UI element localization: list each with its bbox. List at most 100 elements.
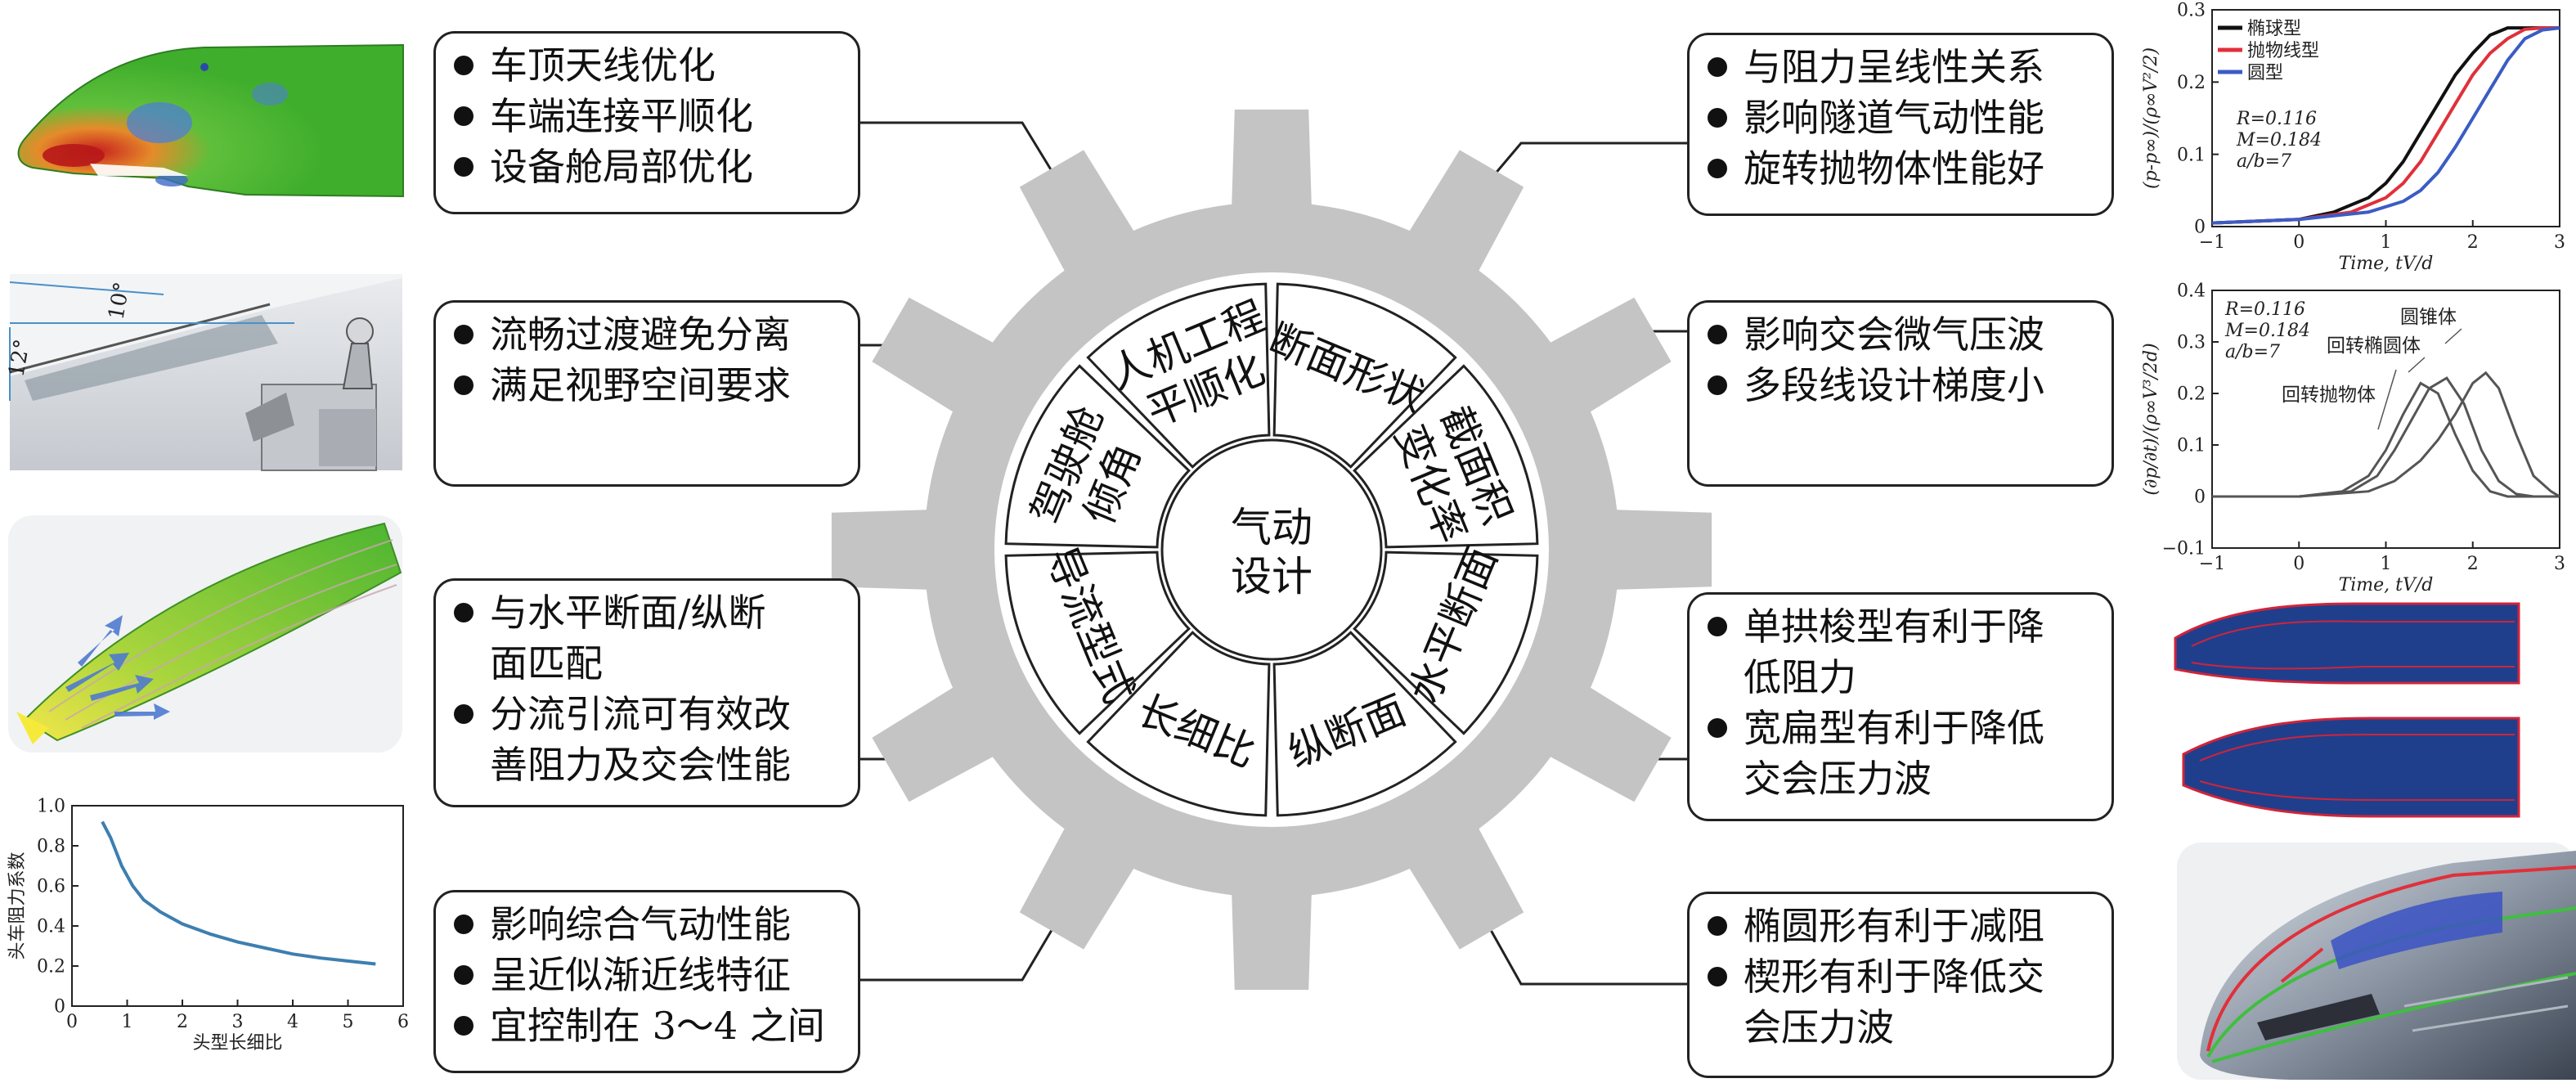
- bullet-icon: [454, 157, 473, 177]
- left-box-3-item-text: 分流引流可有效改善阻力及交会性能: [490, 689, 791, 790]
- left-box-4-item-text: 宜控制在 3～4 之间: [490, 1000, 825, 1051]
- left-box-4-item: 宜控制在 3～4 之间: [451, 1000, 843, 1051]
- left-box-1-item-line: 设备舱局部优化: [490, 145, 753, 189]
- y-tick-label: 0.2: [37, 957, 65, 977]
- x-tick-label: 6: [397, 1012, 409, 1032]
- left-box-3-item-line: 善阻力及交会性能: [490, 743, 791, 787]
- param-label: R=0.116: [2224, 299, 2305, 320]
- right-box-3-item-line: 宽扁型有利于降低: [1744, 706, 2044, 750]
- left-box-4: 影响综合气动性能呈近似渐近线特征宜控制在 3～4 之间: [433, 890, 860, 1073]
- bullet-icon: [1708, 108, 1727, 128]
- bullet-icon: [454, 1016, 473, 1036]
- left-box-2-item: 满足视野空间要求: [451, 360, 843, 411]
- x-tick-label: 0: [66, 1012, 78, 1032]
- left-box-4-item: 呈近似渐近线特征: [451, 950, 843, 1000]
- left-box-2-item-text: 流畅过渡避免分离: [490, 309, 791, 360]
- right-box-1-item: 旋转抛物体性能好: [1704, 143, 2097, 194]
- left-box-3-item-text: 与水平断面/纵断面匹配: [490, 587, 766, 689]
- center-label-line1: 气动: [1231, 504, 1313, 551]
- right-box-1-item-line: 旋转抛物体性能好: [1744, 146, 2044, 191]
- x-tick-label: 3: [2554, 554, 2565, 574]
- y-tick-label: 0.4: [2177, 281, 2206, 302]
- y-tick-label: 1.0: [37, 797, 65, 817]
- param-label: M=0.184: [2236, 130, 2322, 151]
- right-box-3: 单拱梭型有利于降低阻力宽扁型有利于降低交会压力波: [1687, 592, 2114, 821]
- series-annotation: 回转椭圆体: [2327, 335, 2421, 357]
- left-box-1-item: 设备舱局部优化: [451, 142, 843, 192]
- x-axis-label: 头型长细比: [192, 1033, 282, 1054]
- x-tick-label: −1: [2199, 232, 2225, 253]
- y-tick-label: 0.3: [2177, 1, 2206, 21]
- y-tick-label: 0.8: [37, 837, 65, 857]
- right-box-2-item-text: 影响交会微气压波: [1744, 309, 2044, 360]
- right-box-3-item: 宽扁型有利于降低交会压力波: [1704, 703, 2097, 804]
- sector-7: [1004, 364, 1191, 549]
- x-tick-label: 3: [232, 1012, 244, 1032]
- right-box-4-item-text: 楔形有利于降低交会压力波: [1744, 951, 2044, 1053]
- bullet-icon: [454, 704, 473, 724]
- right-box-2-item: 多段线设计梯度小: [1704, 360, 2097, 411]
- right-box-1: 与阻力呈线性关系影响隧道气动性能旋转抛物体性能好: [1687, 33, 2114, 216]
- right-box-1-item: 影响隧道气动性能: [1704, 92, 2097, 143]
- right-box-4-item: 楔形有利于降低交会压力波: [1704, 951, 2097, 1053]
- left-box-3-item-line: 面匹配: [490, 641, 603, 685]
- param-label: a/b=7: [2237, 151, 2291, 172]
- left-box-2: 流畅过渡避免分离满足视野空间要求: [433, 300, 860, 487]
- bullet-icon: [1708, 159, 1727, 178]
- param-label: M=0.184: [2224, 321, 2310, 341]
- right-box-4-item-line: 会压力波: [1744, 1005, 1894, 1049]
- sector-8: [1086, 282, 1271, 469]
- legend-label: 圆型: [2247, 63, 2283, 83]
- bullet-icon: [1708, 967, 1727, 986]
- y-tick-label: 0.2: [2177, 73, 2206, 93]
- series-annotation: 回转抛物体: [2282, 384, 2376, 406]
- bullet-icon: [454, 56, 473, 75]
- series-line-2: [2212, 376, 2560, 498]
- x-tick-label: 2: [177, 1012, 188, 1032]
- plot-frame: [71, 805, 404, 1007]
- x-tick-label: 1: [122, 1012, 133, 1032]
- series-line-1: [2212, 381, 2560, 498]
- x-tick-label: 2: [2467, 232, 2479, 253]
- sector-3: [1353, 550, 1539, 735]
- series-line-3: [2211, 26, 2560, 225]
- sector-1: [1272, 282, 1457, 469]
- x-axis-label: Time, tV/d: [2339, 575, 2434, 595]
- flow-arrows: [65, 615, 170, 720]
- right-box-2: 影响交会微气压波多段线设计梯度小: [1687, 300, 2114, 487]
- right-box-4-item-line: 椭圆形有利于减阻: [1744, 904, 2044, 948]
- legend-label: 抛物线型: [2247, 41, 2319, 61]
- left-box-4-item-text: 影响综合气动性能: [490, 899, 791, 950]
- right-box-4-item: 椭圆形有利于减阻: [1704, 901, 2097, 951]
- sector-4: [1272, 631, 1457, 817]
- left-box-3-item-line: 分流引流可有效改: [490, 692, 791, 736]
- right-box-3-item: 单拱梭型有利于降低阻力: [1704, 601, 2097, 703]
- right-box-2-item-line: 影响交会微气压波: [1744, 312, 2044, 357]
- x-tick-label: −1: [2199, 554, 2225, 574]
- right-box-1-item: 与阻力呈线性关系: [1704, 42, 2097, 92]
- center-circle: [1160, 438, 1383, 661]
- left-box-3-item-line: 与水平断面/纵断: [490, 591, 766, 635]
- bullet-icon: [454, 914, 473, 934]
- right-box-2-item-line: 多段线设计梯度小: [1744, 363, 2044, 407]
- right-box-1-item-text: 与阻力呈线性关系: [1744, 42, 2044, 92]
- x-tick-label: 3: [2554, 232, 2565, 253]
- series-annotation: 圆锥体: [2400, 307, 2457, 328]
- y-tick-label: 0: [2194, 218, 2206, 238]
- series-line-1: [101, 820, 376, 966]
- y-axis-label: (p-p∞)/(ρ∞V²/2): [2141, 47, 2161, 189]
- series-line-1: [2211, 26, 2560, 225]
- x-tick-label: 1: [2381, 554, 2392, 574]
- y-axis-label: 头车阻力系数: [7, 852, 28, 959]
- bullet-icon: [1708, 375, 1727, 395]
- right-box-3-item-line: 低阻力: [1744, 655, 1856, 699]
- y-tick-label: −0.1: [2162, 539, 2206, 559]
- left-box-3-item: 与水平断面/纵断面匹配: [451, 587, 843, 689]
- annotation-leader: [2444, 328, 2462, 344]
- bullet-icon: [1708, 617, 1727, 636]
- y-tick-label: 0.1: [2177, 436, 2206, 456]
- sector-2: [1353, 364, 1539, 549]
- bullet-icon: [1708, 57, 1727, 77]
- x-tick-label: 0: [2293, 232, 2304, 253]
